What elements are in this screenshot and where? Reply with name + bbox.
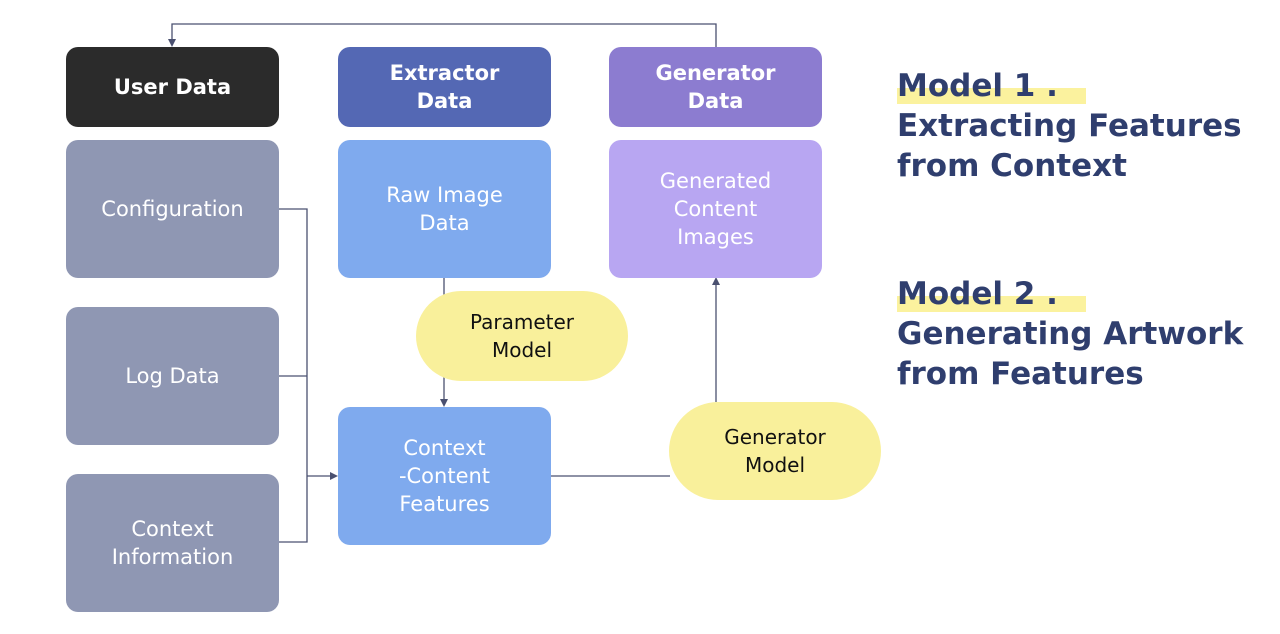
log-data-box: Log Data xyxy=(66,307,279,445)
model-2-subtitle: Generating Artwork from Features xyxy=(897,316,1244,392)
generator-model-pill: Generator Model xyxy=(669,402,881,500)
feedback-connector xyxy=(168,23,717,47)
configuration-box: Configuration xyxy=(66,140,279,278)
model-2-title-text: Model 2 . xyxy=(897,276,1058,312)
parameter-model-pill: Parameter Model xyxy=(416,291,628,381)
extractor-data-header: Extractor Data xyxy=(338,47,551,127)
model-2-note: Model 2 . Generating Artwork from Featur… xyxy=(897,274,1243,394)
generator-data-header: Generator Data xyxy=(609,47,822,127)
model-2-title: Model 2 . xyxy=(897,274,1086,314)
context-information-box: Context Information xyxy=(66,474,279,612)
user-data-header: User Data xyxy=(66,47,279,127)
raw-image-data-box: Raw Image Data xyxy=(338,140,551,278)
model-1-title: Model 1 . xyxy=(897,66,1086,106)
generated-content-images-box: Generated Content Images xyxy=(609,140,822,278)
model-1-note: Model 1 . Extracting Features from Conte… xyxy=(897,66,1242,186)
model-1-title-text: Model 1 . xyxy=(897,68,1058,104)
context-content-features-box: Context -Content Features xyxy=(338,407,551,545)
model-1-subtitle: Extracting Features from Context xyxy=(897,108,1242,184)
